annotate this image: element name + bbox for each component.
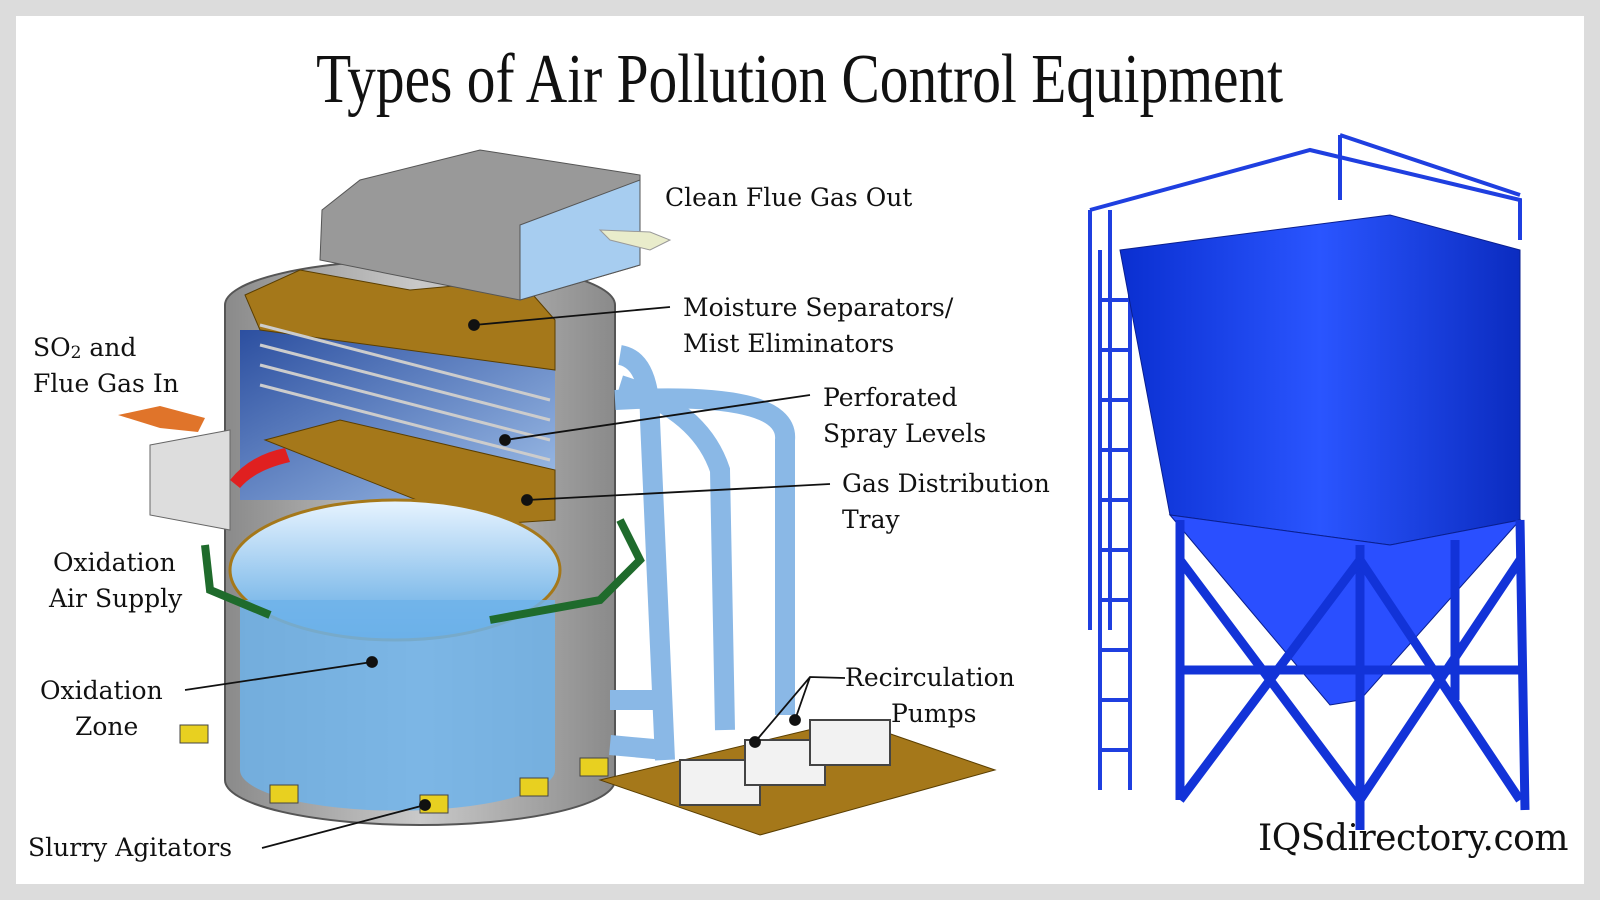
oxidation-zone: [240, 600, 555, 811]
label-so2-and: SO2 and: [33, 330, 136, 371]
label-oxidation-zone: Oxidation: [40, 676, 163, 705]
and-text: and: [81, 333, 137, 362]
leader-lines: [184, 306, 846, 849]
label-perforated: Perforated: [823, 383, 958, 412]
label-recirculation: Recirculation: [845, 663, 1015, 692]
label-clean-flue-gas-out: Clean Flue Gas Out: [665, 183, 913, 212]
label-air-supply: Air Supply: [49, 584, 183, 613]
so2-subscript: 2: [70, 343, 82, 363]
label-zone: Zone: [75, 712, 139, 741]
label-mist-eliminators: Mist Eliminators: [683, 329, 895, 358]
label-spray-levels: Spray Levels: [823, 419, 987, 448]
label-tray: Tray: [842, 505, 900, 534]
baghouse-dust-collector-illustration: [1088, 133, 1530, 830]
label-oxidation-air: Oxidation: [53, 548, 176, 577]
page-title: Types of Air Pollution Control Equipment: [0, 40, 1600, 120]
label-moisture-separators: Moisture Separators/: [683, 293, 954, 322]
flue-gas-in-arrow-icon: [118, 406, 205, 432]
label-pumps: Pumps: [891, 699, 977, 728]
label-gas-distribution: Gas Distribution: [842, 469, 1050, 498]
watermark-logo: IQSdirectory.com: [1258, 818, 1568, 859]
wet-scrubber-illustration: [118, 149, 997, 836]
clean-gas-out-arrow-icon: [598, 229, 672, 251]
label-flue-gas-in: Flue Gas In: [33, 369, 179, 398]
recirculation-pumps: [679, 719, 891, 806]
so2-text: SO: [33, 333, 71, 362]
label-slurry-agitators: Slurry Agitators: [28, 833, 233, 862]
title-text: Types of Air Pollution Control Equipment: [316, 41, 1284, 118]
spray-headers: [259, 323, 551, 462]
